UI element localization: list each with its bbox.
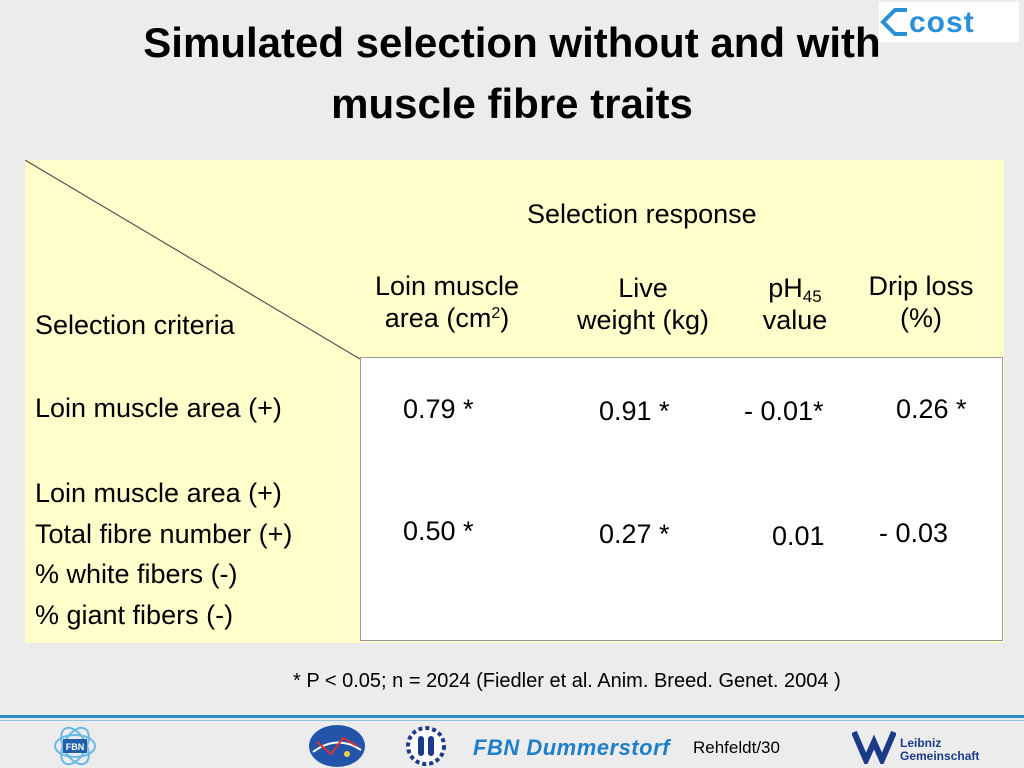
column-header-ph45: pH45 value bbox=[743, 273, 847, 335]
column-header-loin-muscle-area: Loin muscle area (cm2) bbox=[352, 271, 542, 333]
footnote: * P < 0.05; n = 2024 (Fiedler et al. Ani… bbox=[293, 670, 841, 692]
row-1-drip-loss-value: 0.26 * bbox=[896, 394, 967, 424]
row-2-criteria-line: Loin muscle area (+) bbox=[35, 478, 282, 508]
cost-logo-text: cost bbox=[909, 6, 975, 39]
column-header-line: weight (kg) bbox=[576, 305, 710, 335]
row-1-live-weight-value: 0.91 * bbox=[599, 396, 670, 426]
fbn-badge-logo: FBN bbox=[54, 726, 96, 766]
row-2-ph45-value: 0.01 bbox=[772, 521, 825, 551]
column-header-text: pH bbox=[768, 273, 803, 303]
subscript-45: 45 bbox=[802, 287, 822, 306]
superscript-2: 2 bbox=[491, 305, 501, 322]
column-header-line: area (cm2) bbox=[352, 303, 542, 333]
column-header-drip-loss: Drip loss (%) bbox=[851, 271, 991, 333]
fbn-badge-text: FBN bbox=[66, 742, 85, 752]
leibniz-logo-icon bbox=[852, 730, 896, 764]
leibniz-gemeinschaft-text: Leibniz Gemeinschaft bbox=[900, 737, 979, 763]
column-header-line: (%) bbox=[900, 303, 942, 333]
slide-title: Simulated selection without and with mus… bbox=[0, 12, 1024, 134]
leibniz-text-line: Gemeinschaft bbox=[900, 749, 980, 763]
column-header-text: ) bbox=[500, 303, 510, 333]
row-2-loin-area-value: 0.50 * bbox=[403, 516, 474, 546]
values-box bbox=[360, 357, 1003, 641]
selection-response-header: Selection response bbox=[527, 199, 757, 229]
column-header-text: area (cm bbox=[384, 303, 492, 333]
row-2-criteria-line: % giant fibers (-) bbox=[35, 599, 234, 630]
institute-emblem-icon bbox=[309, 725, 365, 767]
fbn-dummerstorf-text: FBN Dummerstorf bbox=[473, 735, 670, 760]
column-header-line: Live bbox=[618, 273, 668, 303]
selection-criteria-label: Selection criteria bbox=[35, 310, 235, 340]
column-header-line: pH45 bbox=[743, 273, 847, 306]
column-header-line: Loin muscle bbox=[374, 271, 520, 301]
slide-title-line-2: muscle fibre traits bbox=[331, 80, 693, 127]
cost-logo: cost bbox=[879, 2, 1019, 42]
leibniz-text-line: Leibniz bbox=[900, 736, 942, 750]
row-2-criteria-line: % white fibers (-) bbox=[35, 559, 238, 589]
column-header-line: Drip loss bbox=[868, 271, 974, 301]
row-2-drip-loss-value: - 0.03 bbox=[879, 518, 949, 548]
column-header-live-weight: Live weight (kg) bbox=[553, 273, 733, 335]
slide-number: Rehfeldt/30 bbox=[693, 738, 780, 757]
row-2-criteria: Loin muscle area (+) Total fibre number … bbox=[35, 473, 292, 635]
row-2-live-weight-value: 0.27 * bbox=[599, 519, 670, 549]
row-1-criteria: Loin muscle area (+) bbox=[35, 393, 282, 423]
footer-divider-thin bbox=[0, 720, 1024, 721]
row-1-loin-area-value: 0.79 * bbox=[403, 394, 474, 424]
row-1-ph45-value: - 0.01* bbox=[744, 396, 824, 426]
column-header-line: value bbox=[762, 305, 828, 335]
dna-chain-icon bbox=[406, 726, 446, 766]
row-2-criteria-line: Total fibre number (+) bbox=[35, 518, 293, 549]
slide-title-line-1: Simulated selection without and with bbox=[143, 19, 881, 66]
footer-divider bbox=[0, 715, 1024, 718]
header-diagonal-line bbox=[25, 160, 361, 360]
